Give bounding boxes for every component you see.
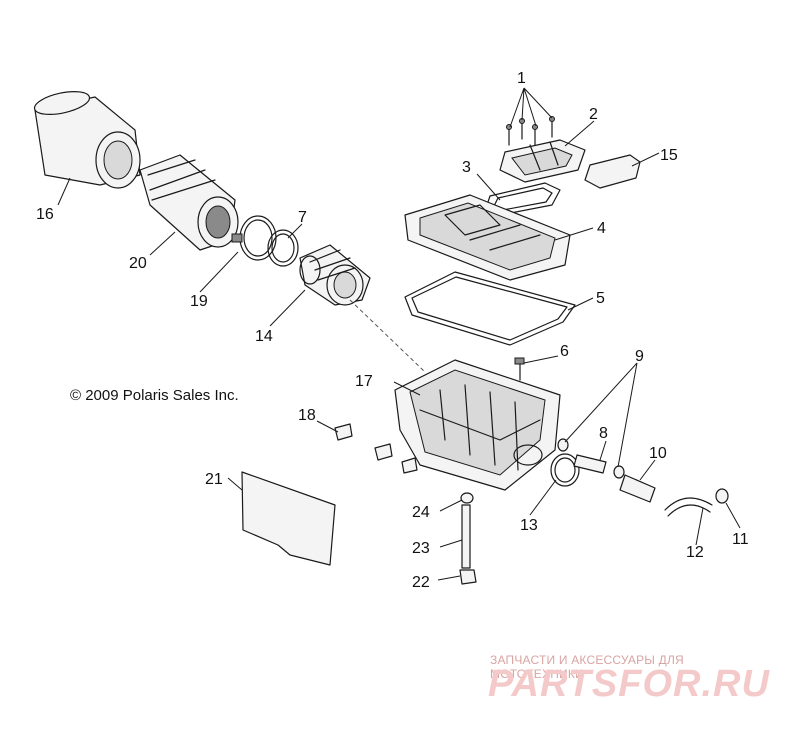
callout-14: 14	[255, 328, 273, 345]
callout-20: 20	[129, 255, 147, 272]
callout-9: 9	[635, 348, 644, 365]
callout-12: 12	[686, 544, 704, 561]
callout-17: 17	[355, 373, 373, 390]
part-14-intake-boot	[299, 244, 371, 306]
part-15-decal	[584, 154, 641, 189]
callout-4: 4	[597, 220, 606, 237]
callout-6: 6	[560, 343, 569, 360]
part-21-decal	[241, 471, 336, 566]
part-10-drain-fitting	[619, 474, 656, 503]
callout-8: 8	[599, 425, 608, 442]
callout-13: 13	[520, 517, 538, 534]
callout-7: 7	[298, 209, 307, 226]
callout-3: 3	[462, 159, 471, 176]
part-18-clips	[334, 423, 418, 474]
callout-18: 18	[298, 407, 316, 424]
callout-23: 23	[412, 540, 430, 557]
part-22-fitting	[459, 569, 477, 585]
part-2-intake-cover	[499, 139, 586, 183]
part-7-ring	[267, 229, 299, 267]
watermark-tagline: ЗАПЧАСТИ И АКСЕССУАРЫ ДЛЯ МОТОТЕХНИКИ	[490, 653, 684, 681]
callout-11: 11	[732, 531, 749, 548]
part-11-cap	[715, 488, 729, 504]
copyright-notice: © 2009 Polaris Sales Inc.	[70, 387, 239, 404]
callout-19: 19	[190, 293, 208, 310]
part-19-clamp	[231, 215, 277, 261]
part-20-air-filter	[139, 154, 239, 251]
watermark-logo: PARTSFOR.RU	[488, 663, 770, 705]
part-4-airbox-lid	[404, 194, 571, 281]
part-24-cap	[460, 492, 474, 504]
part-6-bolt	[514, 357, 525, 381]
callout-24: 24	[412, 504, 430, 521]
part-17-airbox-base	[394, 359, 561, 491]
part-16-prefilter-sleeve	[33, 91, 141, 189]
part-23-drain-tube	[461, 504, 471, 569]
part-8-tube	[573, 454, 607, 474]
part-12-drain-hose	[664, 497, 713, 517]
leader-lines	[57, 87, 741, 581]
callout-21: 21	[205, 471, 223, 488]
part-5-lid-seal	[404, 271, 576, 346]
callout-22: 22	[412, 574, 430, 591]
callout-15: 15	[660, 147, 678, 164]
callout-2: 2	[589, 106, 598, 123]
alignment-line	[349, 299, 426, 373]
callout-10: 10	[649, 445, 667, 462]
part-13-hose-clamp	[550, 453, 580, 487]
part-1-screws	[506, 116, 555, 146]
callout-16: 16	[36, 206, 54, 223]
callout-5: 5	[596, 290, 605, 307]
callout-1: 1	[517, 70, 526, 87]
